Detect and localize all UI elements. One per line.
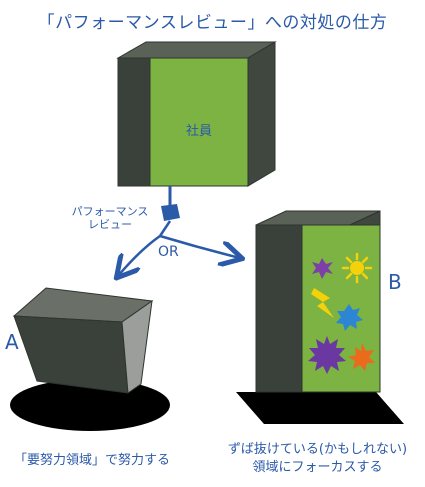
performance-review-label: パフォーマンス レビュー: [60, 205, 160, 231]
option-a-caption: 「要努力領域」で努力する: [13, 453, 170, 468]
or-label: OR: [158, 244, 179, 260]
performance-review-label-line1: パフォーマンス: [71, 205, 149, 218]
purple-burst-small-icon: [312, 258, 333, 279]
purple-burst-large-icon: [308, 336, 346, 374]
lightning-icon: [311, 288, 334, 318]
option-b-caption-line2: 領域にフォーカスする: [252, 460, 383, 475]
option-b-label: B: [388, 270, 402, 294]
orange-flower-icon: [348, 343, 375, 371]
cube-b: [236, 210, 404, 424]
cube-a: [10, 287, 170, 431]
sun-icon: [341, 252, 373, 284]
option-a-label: A: [5, 330, 19, 354]
blue-burst-icon: [336, 304, 363, 331]
option-b-caption: ずば抜けている(かもしれない) 領域にフォーカスする: [215, 441, 420, 477]
performance-review-label-line2: レビュー: [88, 218, 132, 231]
employee-label: 社員: [185, 124, 212, 139]
option-b-caption-line1: ずば抜けている(かもしれない): [227, 442, 408, 457]
employee-cube: [116, 41, 277, 187]
review-connector: [118, 186, 240, 276]
diagram-title: 「パフォーマンスレビュー」への対処の仕方: [37, 13, 388, 33]
